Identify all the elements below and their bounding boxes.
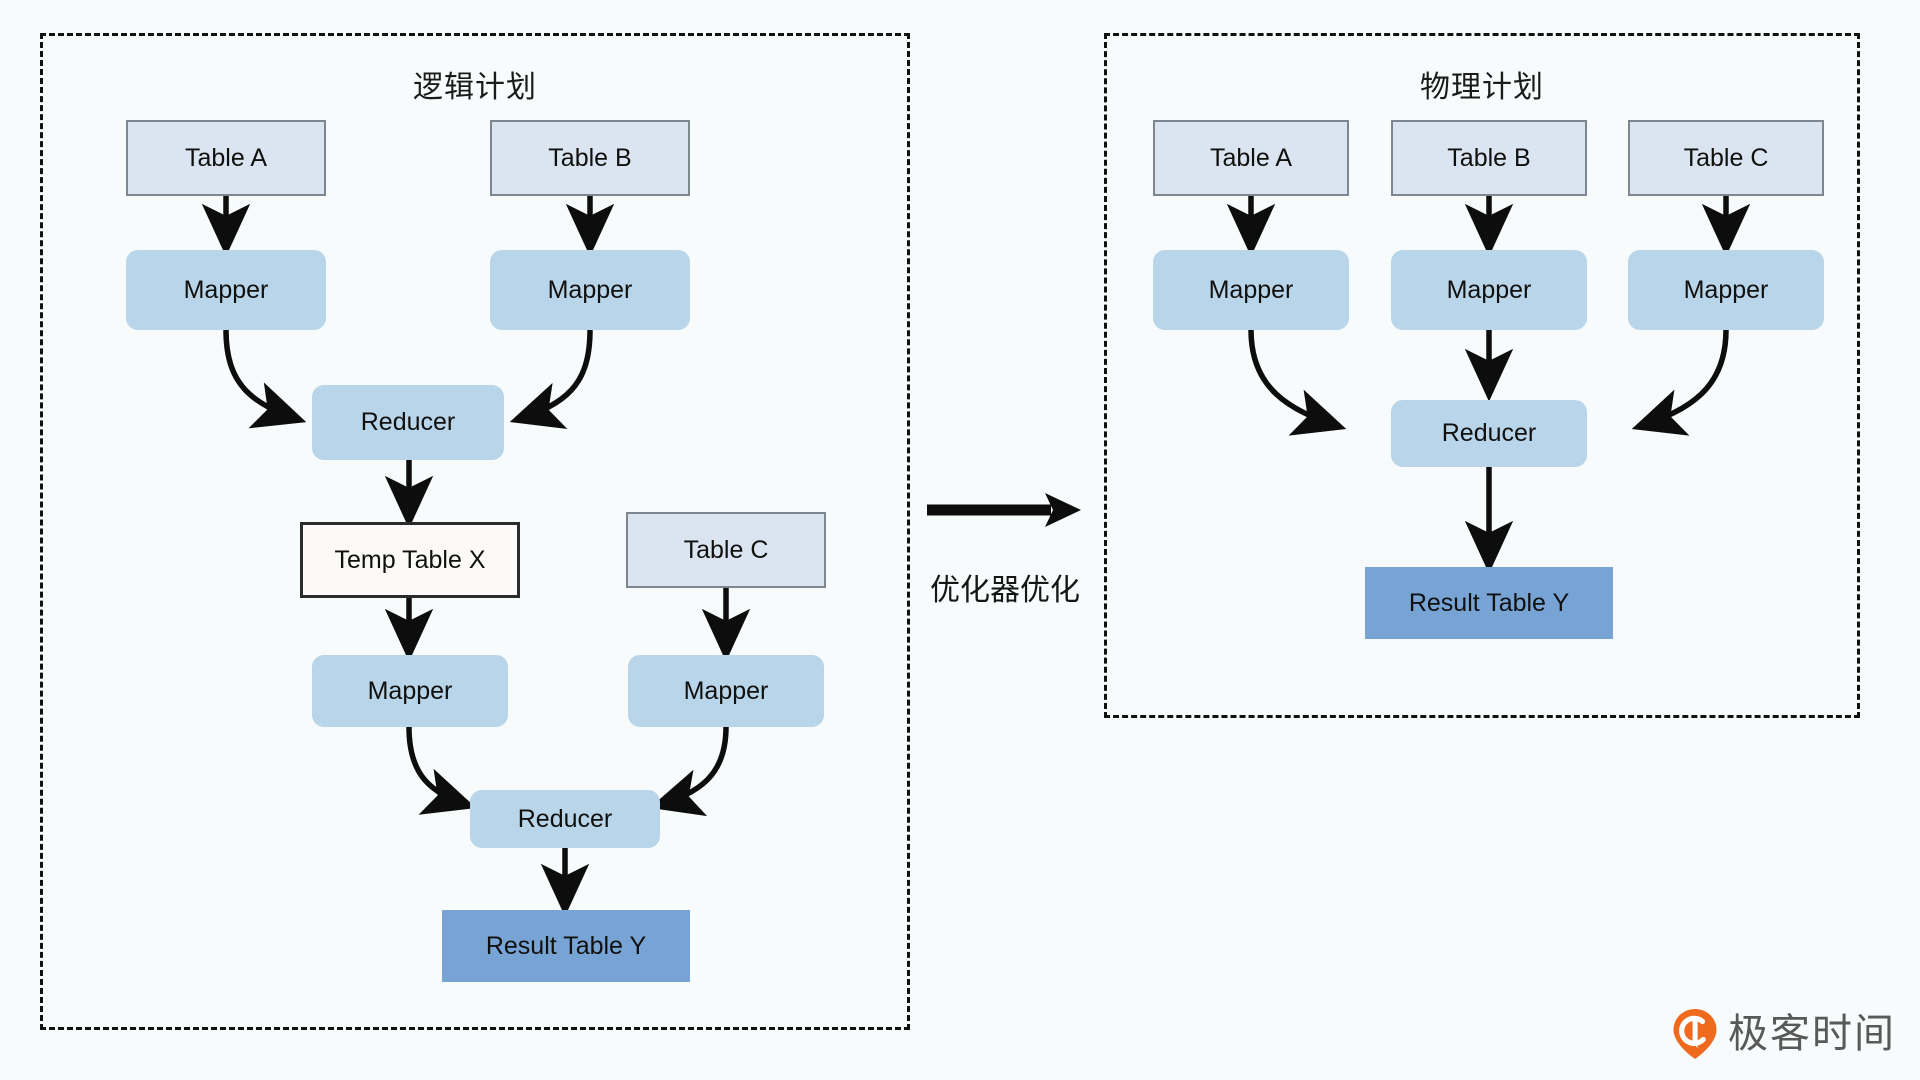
physical-result-table-y[interactable]: Result Table Y: [1365, 567, 1613, 639]
physical-table-a[interactable]: Table A: [1153, 120, 1349, 196]
logical-result-table-y[interactable]: Result Table Y: [442, 910, 690, 982]
logical-table-a[interactable]: Table A: [126, 120, 326, 196]
logical-temp-table-x[interactable]: Temp Table X: [300, 522, 520, 598]
logical-table-b[interactable]: Table B: [490, 120, 690, 196]
physical-mapper-c[interactable]: Mapper: [1628, 250, 1824, 330]
geektime-pin-icon: [1673, 1009, 1717, 1059]
optimizer-label: 优化器优化: [930, 574, 1080, 607]
logical-plan-panel: [40, 33, 910, 1030]
logical-mapper-b[interactable]: Mapper: [490, 250, 690, 330]
watermark: 极客时间: [1672, 1008, 1896, 1060]
logical-plan-title: 逻辑计划: [413, 71, 537, 104]
physical-plan-title: 物理计划: [1420, 71, 1544, 104]
optimizer-arrow-icon: [927, 493, 1081, 527]
physical-plan-panel: [1104, 33, 1860, 718]
watermark-text: 极客时间: [1728, 1012, 1896, 1056]
logical-mapper-a[interactable]: Mapper: [126, 250, 326, 330]
physical-mapper-a[interactable]: Mapper: [1153, 250, 1349, 330]
physical-table-b[interactable]: Table B: [1391, 120, 1587, 196]
logical-reducer-1[interactable]: Reducer: [312, 385, 504, 460]
physical-table-c[interactable]: Table C: [1628, 120, 1824, 196]
logical-reducer-2[interactable]: Reducer: [470, 790, 660, 848]
logical-mapper-c[interactable]: Mapper: [628, 655, 824, 727]
physical-reducer[interactable]: Reducer: [1391, 400, 1587, 467]
logical-table-c[interactable]: Table C: [626, 512, 826, 588]
logical-mapper-temp[interactable]: Mapper: [312, 655, 508, 727]
physical-mapper-b[interactable]: Mapper: [1391, 250, 1587, 330]
